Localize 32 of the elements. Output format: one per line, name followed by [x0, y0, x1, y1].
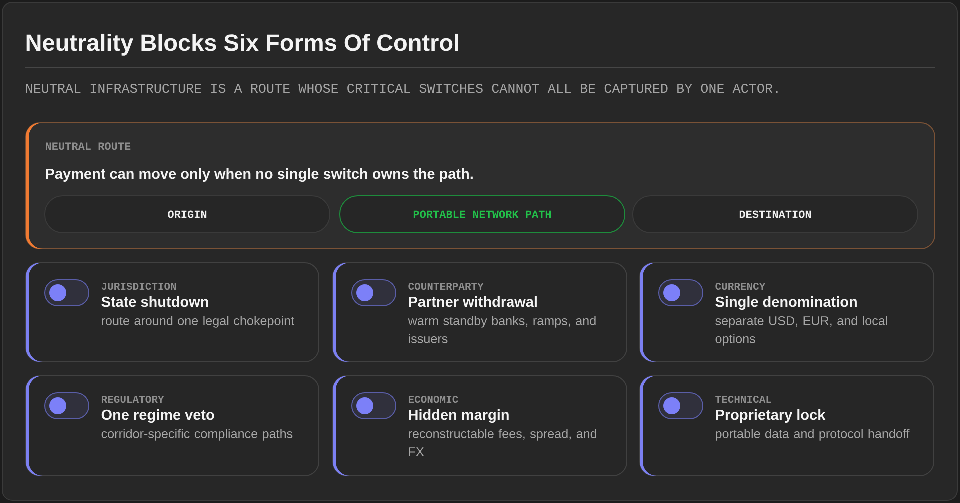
route-pill: ORIGIN	[44, 196, 330, 234]
panel-headline: Payment can move only when no single switch owns the path.	[46, 168, 473, 182]
card-title: State shutdown	[102, 296, 208, 308]
control-card	[26, 376, 320, 476]
route-pill: PORTABLE NETWORK PATH	[340, 196, 626, 234]
category-label: COUNTERPARTY	[408, 282, 484, 290]
category-label: ECONOMIC	[408, 396, 458, 404]
control-card	[332, 262, 628, 362]
category-label: TECHNICAL	[716, 396, 772, 404]
control-card	[332, 376, 628, 476]
subtitle: NEUTRAL INFRASTRUCTURE IS A ROUTE WHOSE CRITICAL SWITCHES CANNOT ALL BE CAPTURED BY ONE ACTOR.	[26, 84, 778, 94]
category-label: REGULATORY	[102, 396, 164, 404]
route-pill: DESTINATION	[632, 196, 918, 234]
card-description: portable data and protocol handoff	[716, 429, 910, 441]
section-label: NEUTRAL ROUTE	[46, 142, 131, 150]
card-title: Partner withdrawal	[409, 296, 537, 308]
card-description: corridor-specific compliance paths	[102, 429, 293, 441]
card-title: Hidden margin	[409, 410, 509, 424]
card-description: route around one legal chokepoint	[102, 316, 294, 328]
card-title: One regime veto	[102, 410, 214, 424]
control-card	[640, 262, 934, 362]
card-title: Single denomination	[716, 296, 857, 310]
control-card	[640, 376, 934, 476]
card-description: warm standby banks, ramps, and issuers	[408, 316, 596, 344]
card-description: separate USD, EUR, and local options	[716, 316, 888, 346]
card-description: reconstructable fees, spread, and FX	[409, 429, 597, 456]
route-panel	[26, 122, 936, 250]
control-card	[26, 262, 320, 362]
category-label: CURRENCY	[716, 282, 766, 290]
title: Neutrality Blocks Six Forms Of Control	[26, 34, 458, 56]
card-title: Proprietary lock	[716, 410, 826, 423]
category-label: JURISDICTION	[102, 282, 176, 290]
